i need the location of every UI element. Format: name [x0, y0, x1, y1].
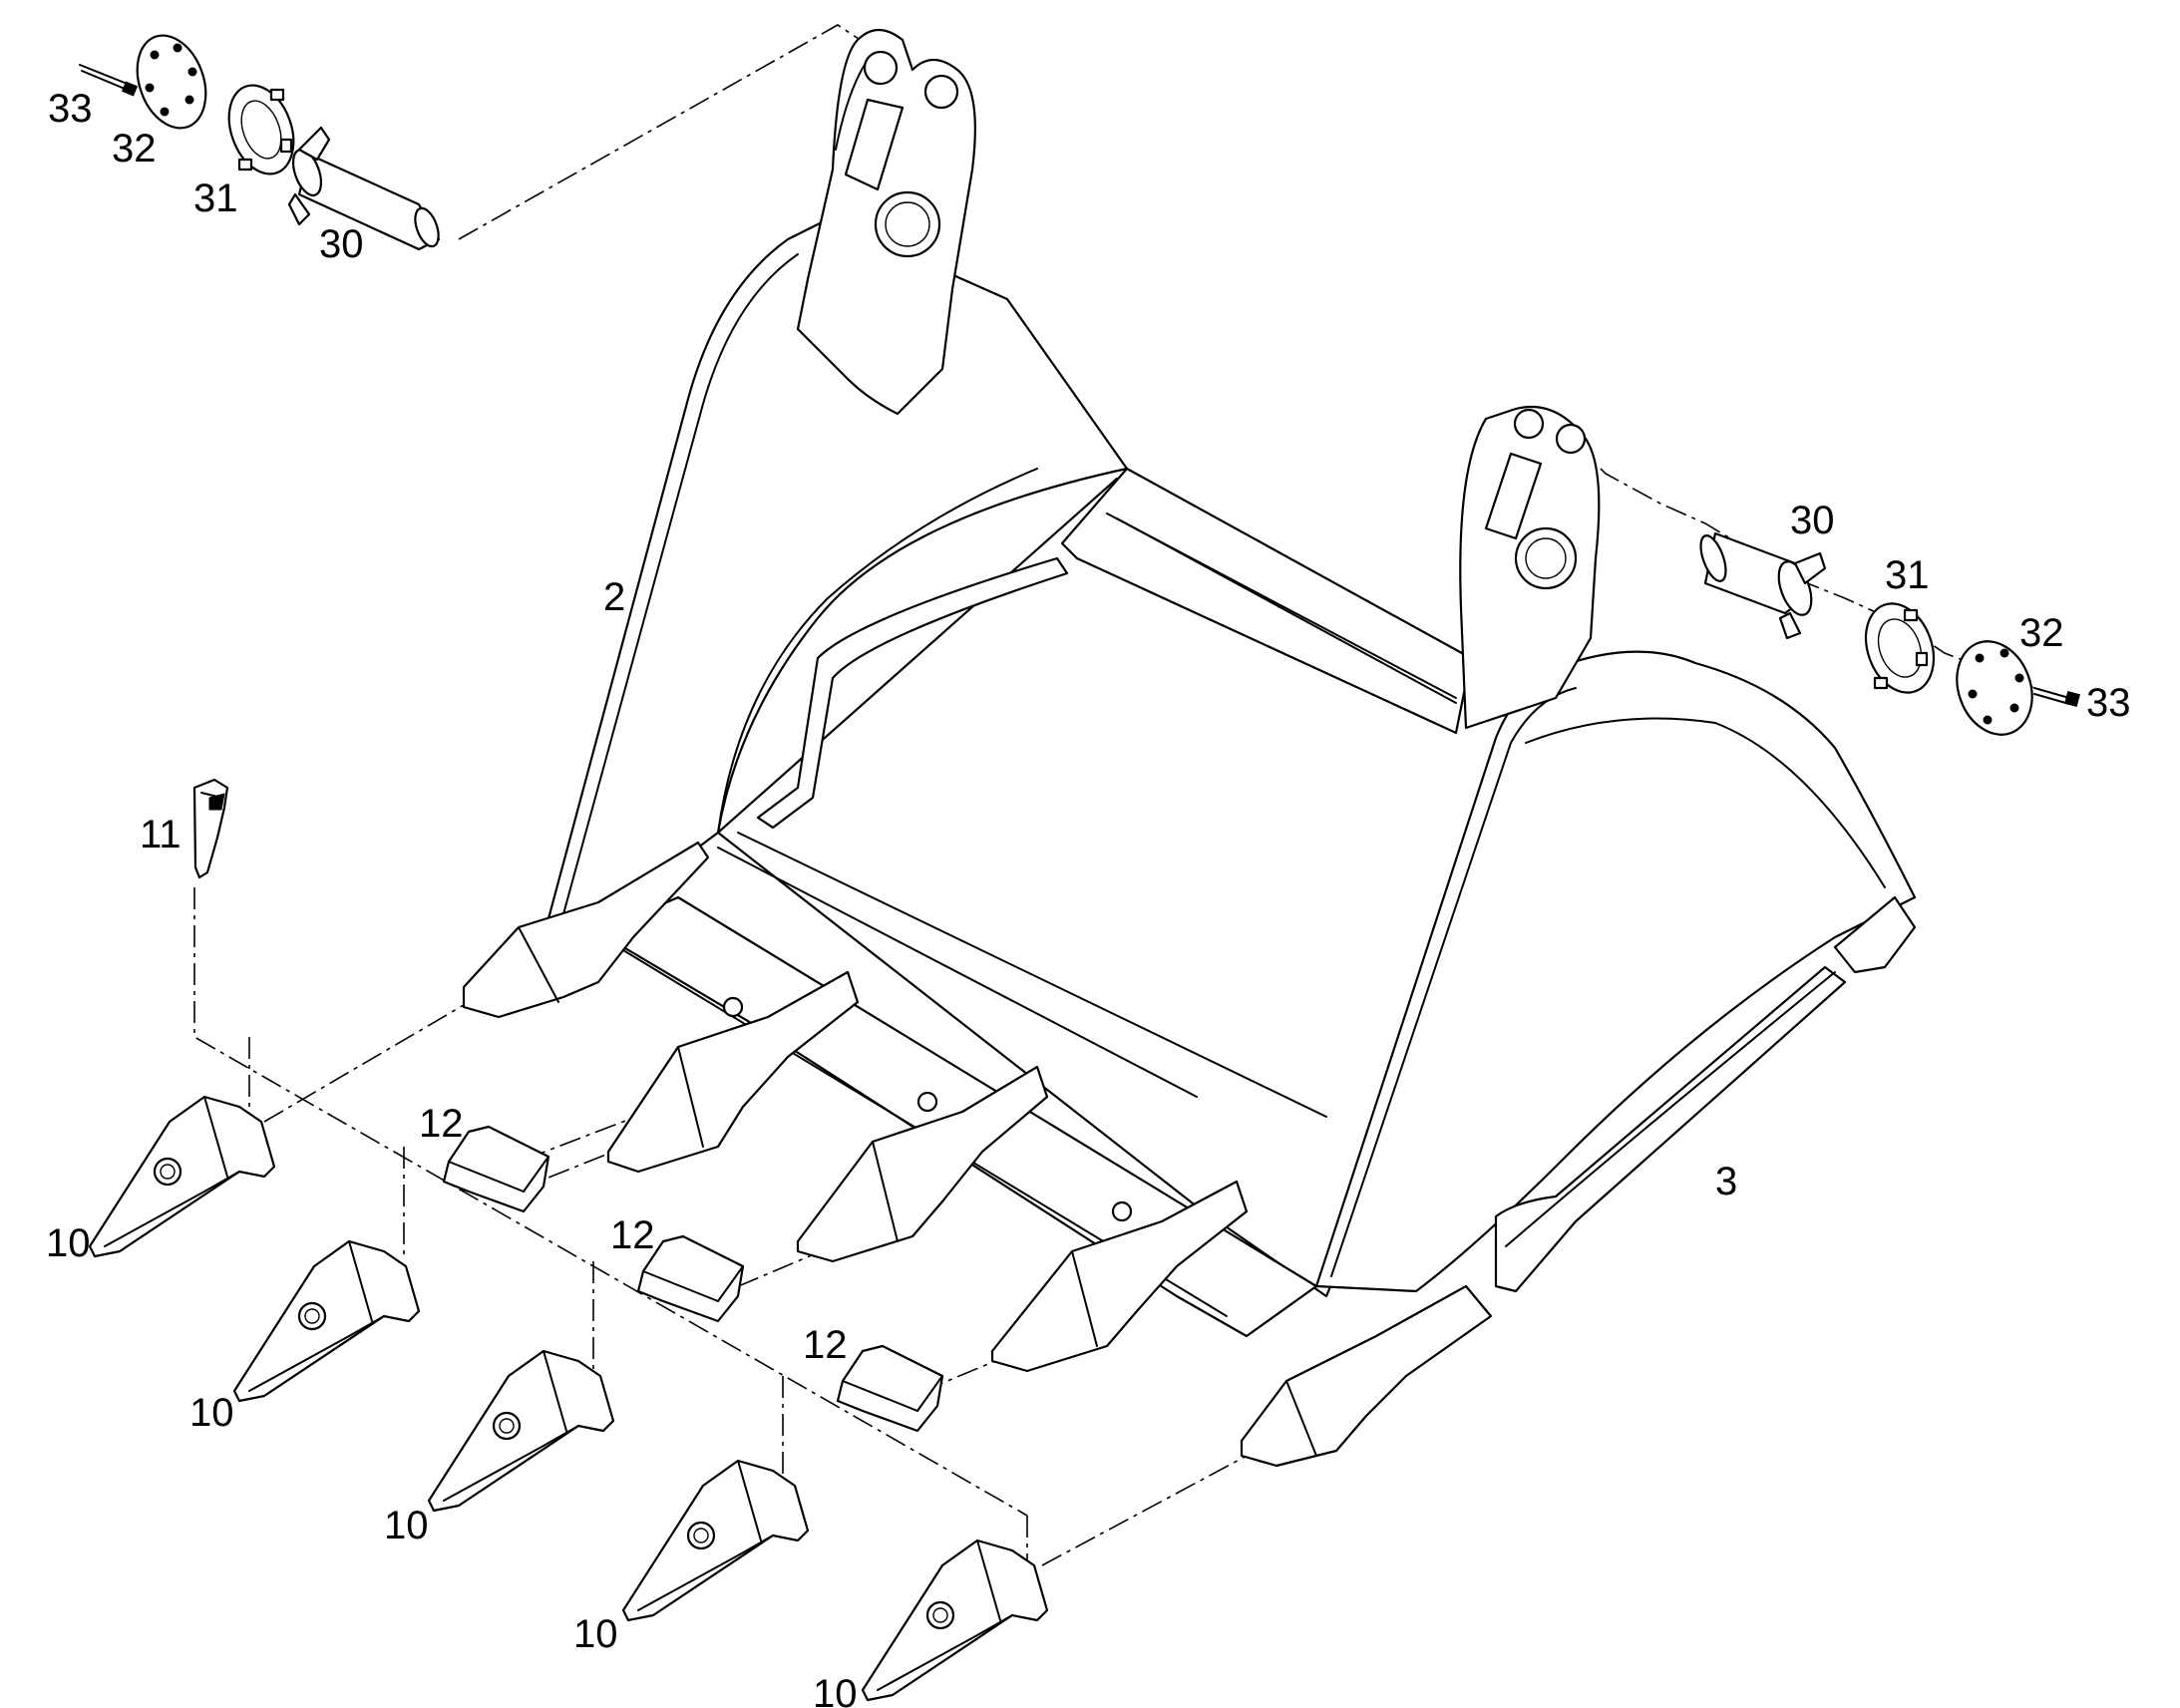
callout-spacer-left: 31: [193, 176, 238, 220]
callout-labels: 2 3 30 31 32 33 30 31 32 33 11 10 10 10 …: [46, 87, 2131, 1708]
right-side-plate: [1314, 650, 1917, 1293]
callout-wear-plate-2: 12: [610, 1213, 655, 1257]
wear-plate-2: [636, 1234, 745, 1323]
callout-wear-plate-1: 12: [419, 1102, 464, 1146]
spacer-ring-left: [227, 84, 295, 175]
callout-tooth-1: 10: [46, 1221, 91, 1265]
bolt-right: [2033, 687, 2080, 707]
teeth: [88, 1095, 1049, 1702]
cover-plate-right: [1956, 640, 2033, 736]
left-pin-assembly: [79, 34, 441, 251]
bucket-body: [542, 28, 1917, 1338]
callout-wear-plate-3: 12: [803, 1323, 848, 1367]
right-wear-strip: [1494, 965, 1847, 1293]
adapter-3: [796, 1065, 1049, 1263]
adapter-5: [1240, 1284, 1493, 1468]
right-pin-assembly: [1699, 531, 2080, 736]
callout-tooth-2: 10: [189, 1391, 234, 1435]
tooth-5: [861, 1538, 1049, 1702]
retainer-pin: [192, 778, 229, 879]
pin-left: [287, 126, 441, 251]
callout-bucket-side-right: 3: [1715, 1160, 1737, 1203]
adapter-1: [462, 841, 710, 1019]
callout-tooth-5: 10: [813, 1672, 858, 1708]
tooth-1: [88, 1095, 276, 1258]
callout-retainer-pin: 11: [140, 813, 182, 856]
callout-cover-plate-right: 32: [2019, 611, 2064, 655]
wear-plate-3: [836, 1344, 944, 1433]
pin-right: [1699, 531, 1827, 640]
adapter-2: [606, 970, 860, 1174]
bolt-left: [79, 64, 139, 97]
spacer-ring-right: [1864, 602, 1936, 694]
adapter-4: [990, 1180, 1249, 1373]
callout-bolt-left: 33: [48, 87, 93, 131]
left-inner-gusset: [756, 556, 1069, 830]
tooth-4: [621, 1459, 810, 1622]
callout-cover-plate-left: 32: [112, 127, 157, 171]
tooth-2: [232, 1239, 421, 1403]
callout-spacer-right: 31: [1885, 553, 1930, 597]
callout-pin-right: 30: [1790, 499, 1835, 542]
tooth-adapters: [462, 841, 1493, 1468]
callout-pin-left: 30: [319, 222, 364, 266]
tooth-3: [427, 1349, 615, 1513]
cover-plate-left: [136, 34, 207, 130]
left-side-plate: [542, 217, 1129, 939]
wear-plate-1: [442, 1125, 550, 1213]
callout-bucket-side-left: 2: [603, 575, 625, 619]
wear-plates: [442, 1125, 944, 1433]
callout-bolt-right: 33: [2086, 681, 2131, 725]
callout-tooth-3: 10: [384, 1504, 429, 1547]
callout-tooth-4: 10: [573, 1612, 618, 1656]
